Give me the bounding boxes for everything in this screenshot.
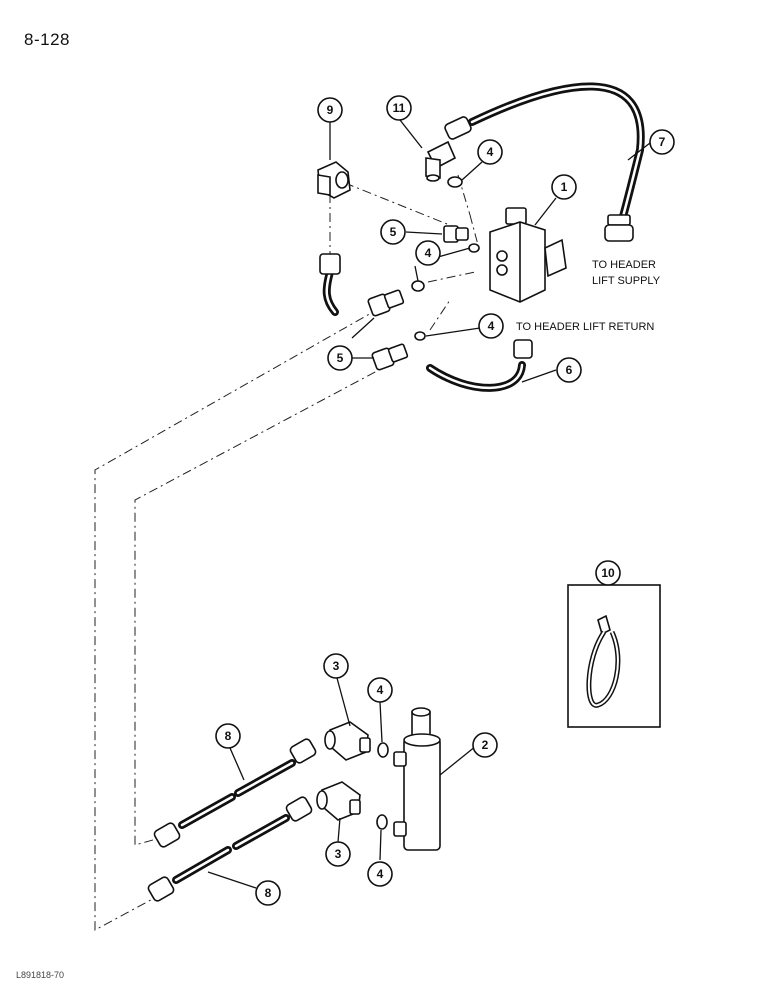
elbow-fitting-9 [317, 161, 351, 199]
callout-11: 11 [386, 95, 412, 121]
callout-2: 2 [472, 732, 498, 758]
short-hose-9 [319, 253, 341, 316]
o-ring-valve-c [414, 331, 426, 341]
svg-text:4: 4 [487, 145, 494, 159]
svg-text:1: 1 [561, 180, 568, 194]
strap-10-box [567, 584, 661, 728]
callout-4-top: 4 [477, 139, 503, 165]
callout-4-valve-c: 4 [478, 313, 504, 339]
elbow-fitting-3-lower [316, 781, 361, 821]
svg-text:4: 4 [377, 683, 384, 697]
callout-4-cyl-upper: 4 [367, 677, 393, 703]
callout-3-lower: 3 [325, 841, 351, 867]
o-ring-valve-a [468, 243, 480, 253]
callout-4-valve-a: 4 [415, 240, 441, 266]
svg-text:4: 4 [425, 246, 432, 260]
svg-text:2: 2 [482, 738, 489, 752]
hose-8-lower [147, 796, 313, 902]
assembly-dash-lines [94, 174, 479, 931]
svg-text:5: 5 [337, 351, 344, 365]
label-lift-supply: LIFT SUPPLY [592, 275, 661, 287]
callout-3-upper: 3 [323, 653, 349, 679]
adapter-fitting-5-b [371, 343, 409, 371]
leader-lines [207, 119, 651, 889]
svg-text:11: 11 [393, 101, 406, 115]
o-ring-valve-b [411, 280, 425, 292]
callout-4-mid: 4 [0, 0, 7, 3]
callout-6: 6 [556, 357, 582, 383]
adapter-fitting-5-upper [443, 225, 469, 243]
elbow-fitting-11 [425, 140, 457, 182]
label-header-lift-return: TO HEADER LIFT RETURN [516, 321, 654, 333]
callout-1: 1 [551, 174, 577, 200]
svg-text:6: 6 [566, 363, 573, 377]
o-ring-cylinder-lower [376, 814, 388, 830]
o-ring-top [447, 176, 463, 188]
callout-5-upper: 5 [380, 219, 406, 245]
callout-8-upper: 8 [215, 723, 241, 749]
callout-5-lower: 5 [327, 345, 353, 371]
figure-code: L891818-70 [16, 970, 65, 980]
svg-text:9: 9 [327, 103, 334, 117]
callout-7: 7 [649, 129, 675, 155]
callout-8-lower: 8 [255, 880, 281, 906]
callout-10: 10 [595, 560, 621, 586]
svg-text:10: 10 [601, 566, 615, 580]
svg-text:5: 5 [390, 225, 397, 239]
callout-9: 9 [317, 97, 343, 123]
svg-text:4: 4 [488, 319, 495, 333]
o-ring-cylinder-upper [377, 742, 389, 758]
svg-text:8: 8 [225, 729, 232, 743]
adapter-fitting-5-a [367, 289, 405, 317]
page-number: 8-128 [24, 30, 70, 49]
callout-4-cyl-lower: 4 [367, 861, 393, 887]
hose-7-supply [444, 82, 645, 242]
svg-text:7: 7 [659, 135, 666, 149]
label-to-header: TO HEADER [592, 259, 656, 271]
svg-text:3: 3 [335, 847, 342, 861]
svg-text:3: 3 [333, 659, 340, 673]
cylinder-2 [393, 707, 441, 851]
valve-block-1 [489, 207, 567, 303]
svg-text:8: 8 [265, 886, 272, 900]
elbow-fitting-3-upper [324, 721, 371, 761]
hose-8-upper [153, 738, 317, 848]
hose-6-return [426, 339, 533, 392]
svg-text:4: 4 [377, 867, 384, 881]
